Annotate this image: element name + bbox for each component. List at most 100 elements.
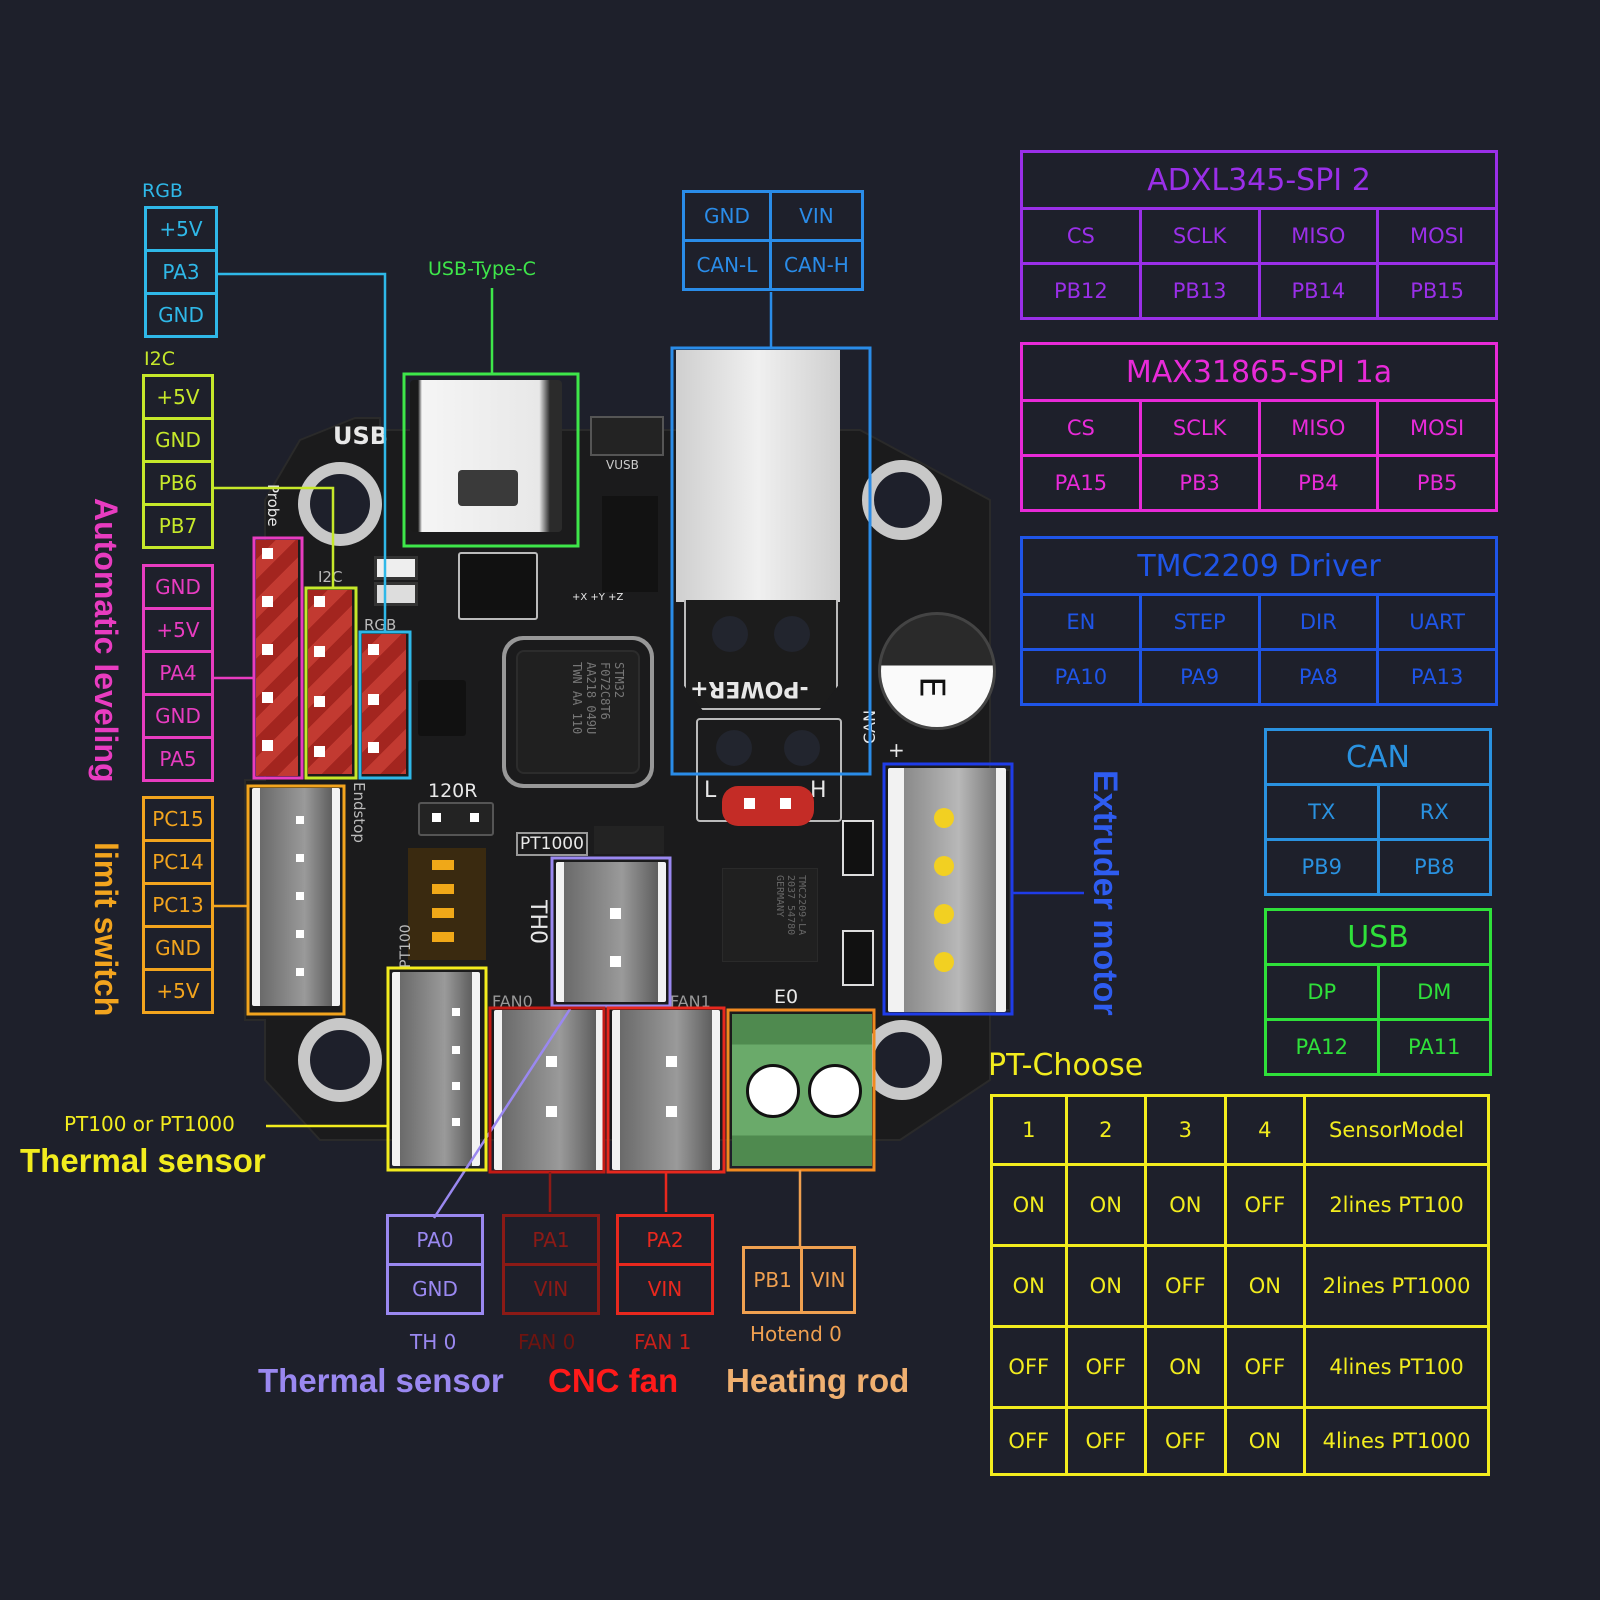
pt-choose-row: ON ON ON OFF 2lines PT100 [990,1163,1490,1247]
pt-choose-header: 4 [1223,1094,1307,1166]
can-title: CAN [1264,728,1492,786]
extruder-highlight [882,762,1014,1016]
usb-pin: PA12 [1264,1018,1380,1076]
tmc2209-chip: TMC2209-LA 2037 54780 GERMANY [722,868,818,962]
i2c-leader [214,486,335,588]
tmc2209-pin: PA9 [1138,648,1261,706]
endstop-pin: PC14 [142,839,214,885]
fan0-pin: VIN [502,1263,600,1315]
dip-state: OFF [1144,1244,1227,1328]
power-terminal-block [684,600,838,710]
dip-state: ON [990,1163,1068,1247]
pt-choose-header: 1 [990,1094,1068,1166]
capacitor: E [878,612,996,730]
sense-resistor [842,820,874,876]
can-termination-jumper[interactable] [722,786,814,826]
probe-highlight [252,536,304,780]
power-connector [676,350,840,602]
dip-state: ON [1223,1406,1307,1476]
endstop-highlight [246,784,346,1016]
max31865-header: CS [1020,399,1142,457]
usb-header: DP [1264,963,1380,1021]
max31865-pin: PA15 [1020,454,1142,512]
dip-state: OFF [990,1325,1068,1409]
dip-state: OFF [1144,1406,1227,1476]
sensor-model: 4lines PT1000 [1303,1406,1490,1476]
limit-switch-caption: limit switch [88,842,124,1017]
fan0-label: FAN 0 [518,1330,576,1354]
i2c-pin: GND [142,417,214,463]
endstop-pin: PC13 [142,882,214,928]
silk-rgb: RGB [364,616,397,634]
tmc2209-header: STEP [1138,593,1261,651]
endstop-pin: +5V [142,968,214,1014]
hotend-pin: VIN [800,1246,856,1314]
jumper-pt1000[interactable] [594,826,664,854]
tmc2209-header: EN [1020,593,1142,651]
pt-note: PT100 or PT1000 [64,1112,235,1136]
can-pin: PB8 [1376,838,1492,896]
hotend-label: Hotend 0 [750,1322,842,1346]
adxl-chip [602,496,658,592]
probe-pin: PA4 [142,650,214,696]
hotend-highlight [726,1008,876,1172]
sensor-model: 2lines PT100 [1303,1163,1490,1247]
th0-connector [556,862,666,1002]
i2c-pin: +5V [142,374,214,420]
power-can-pin: GND [682,190,772,242]
usb-header: DM [1376,963,1492,1021]
dip-state: ON [1223,1244,1307,1328]
max31865-table: MAX31865-SPI 1a CS SCLK MISO MOSI PA15 P… [1020,342,1498,512]
can-table: CAN TX RX PB9 PB8 [1264,728,1492,896]
power-can-pin: VIN [768,190,865,242]
silk-e0: E0 [774,986,799,1008]
dip-state: ON [990,1244,1068,1328]
rgb-highlight [358,630,412,780]
fan0-pin: PA1 [502,1214,600,1266]
pt-choose-header: 3 [1144,1094,1227,1166]
i2c-pin: PB7 [142,503,214,549]
adxl345-title: ADXL345-SPI 2 [1020,150,1498,210]
jumper-120r[interactable] [418,802,494,836]
pt100-connector [392,972,480,1166]
sensor-model: 2lines PT1000 [1303,1244,1490,1328]
dip-state: OFF [1064,1406,1148,1476]
ldo-chip [458,552,538,620]
rgb-pin: GND [144,292,218,338]
thermal-sensor-caption-left: Thermal sensor [20,1142,266,1179]
pt-dip-switch[interactable] [408,848,486,960]
usb-type-c-label: USB-Type-C [428,258,536,280]
silk-i2c: I2C [318,568,343,586]
silk-fan0: FAN0 [492,992,533,1011]
tmc2209-pin: PA10 [1020,648,1142,706]
power-can-table: GND VIN CAN-L CAN-H [682,190,865,291]
can-header: TX [1264,783,1380,841]
endstop-pin: GND [142,925,214,971]
adxl345-pin: PB14 [1257,262,1380,320]
rgb-pin-table: +5V PA3 GND [144,206,218,338]
power-can-pin: CAN-H [768,239,865,291]
sense-resistor [842,930,874,986]
adxl345-pin: PB15 [1376,262,1498,320]
i2c-pin-table: +5V GND PB6 PB7 [142,374,214,549]
hotend-terminal-block [732,1014,872,1166]
tmc2209-title: TMC2209 Driver [1020,536,1498,596]
hotend-pin: PB1 [741,1246,804,1314]
silk-fan1: FAN1 [670,992,711,1011]
dip-state: ON [1144,1325,1227,1409]
vusb-jumper[interactable] [590,416,664,456]
max31865-pin: PB5 [1376,454,1498,512]
rgb-header [362,634,406,774]
hotend-pin-table: PB1 VIN [741,1246,856,1314]
th0-pin: PA0 [386,1214,484,1266]
silk-axes: +X +Y +Z [572,592,624,603]
tmc2209-header: DIR [1257,593,1380,651]
th0-pin-table: PA0 GND [386,1214,484,1315]
th0-leader [432,1005,574,1219]
probe-pin-table: GND +5V PA4 GND PA5 [142,564,214,782]
extruder-motor-caption: Extruder motor [1086,770,1124,1016]
pt-choose-row: OFF OFF ON OFF 4lines PT100 [990,1325,1490,1409]
silk-h: H [810,778,827,803]
rgb-pin: +5V [144,206,218,252]
